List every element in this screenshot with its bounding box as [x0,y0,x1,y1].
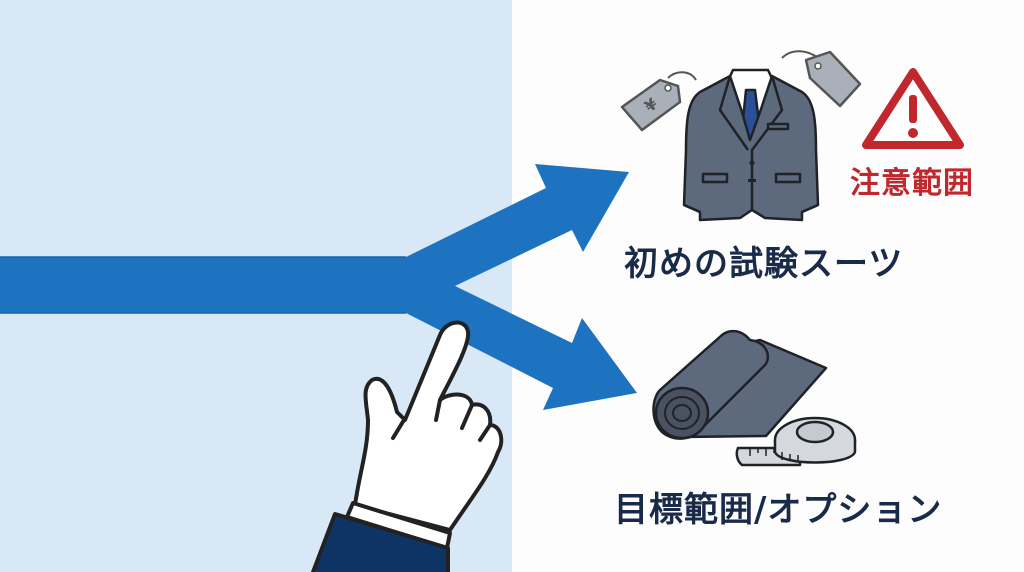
upper-branch-label: 初めの試験スーツ [624,244,904,284]
fabric-roll-and-tape-measure-icon [652,329,857,467]
price-tag-yen-icon: ¥ [620,71,697,132]
pointing-hand-icon [310,320,504,572]
warning-triangle-icon [862,68,964,149]
arrow-trunk-and-branches [0,164,637,410]
suit-sleeve [310,512,450,572]
warning-label: 注意範囲 [850,166,974,201]
lower-branch-label: 目標範囲/オプション [614,490,943,530]
suit-jacket-with-price-tags-icon: ¥ [620,50,862,222]
price-tag-icon [781,50,862,108]
branching-arrow [0,164,637,410]
